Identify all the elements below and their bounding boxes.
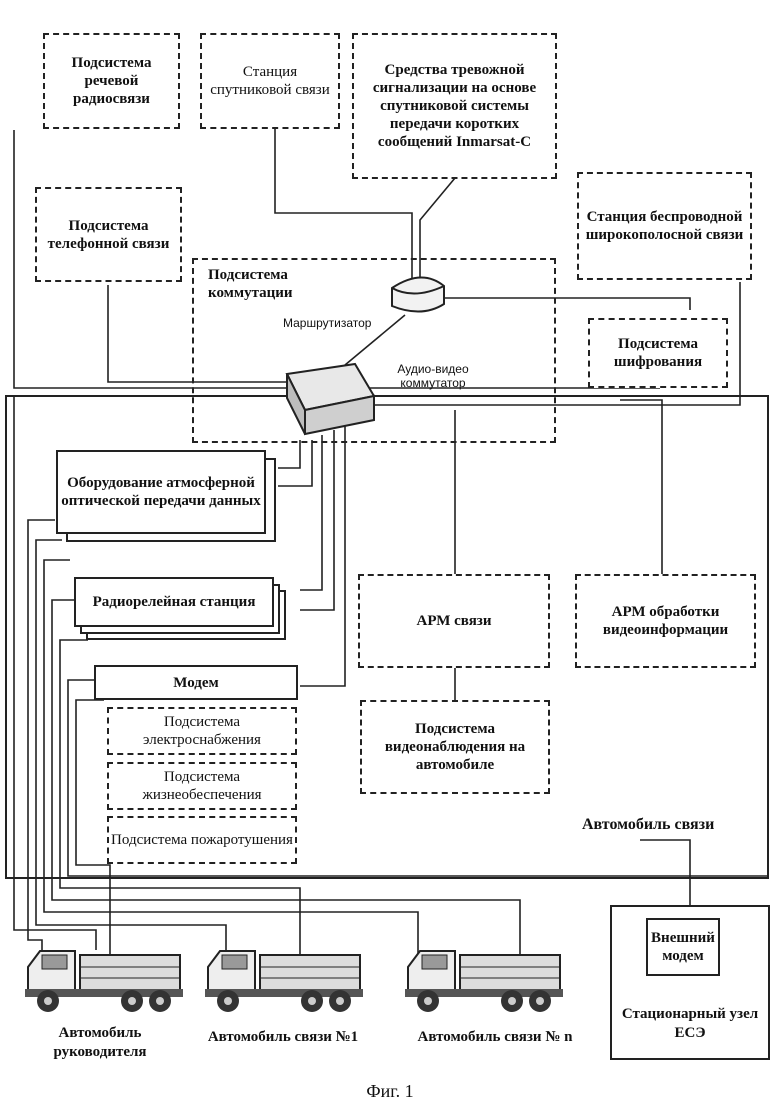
fire-box: Подсистема пожаротушения: [107, 816, 297, 864]
encryption-box: Подсистема шифрования: [588, 318, 728, 388]
switching-label: Подсистема коммутации: [208, 267, 293, 301]
broadband-box: Станция беспроводной широкополосной связ…: [577, 172, 752, 280]
truck-leader-label: Автомобиль руководителя: [53, 1025, 147, 1060]
video-surv-box: Подсистема видеонаблюдения на автомобиле: [360, 700, 550, 794]
power-box: Подсистема электроснабжения: [107, 707, 297, 755]
figure-caption: Фиг. 1: [366, 1081, 414, 1101]
arm-comm-box: АРМ связи: [358, 574, 550, 668]
truck-leader-icon: [25, 950, 183, 1012]
router-icon: [391, 276, 445, 313]
modem-box: Модем: [94, 665, 298, 700]
router-label: Маршрутизатор: [283, 316, 372, 330]
vehicle-label: Автомобиль связи: [582, 816, 715, 833]
alarm-box: Средства тревожной сигнализации на основ…: [352, 33, 557, 179]
telephone-box: Подсистема телефонной связи: [35, 187, 182, 282]
switching-box: [192, 258, 556, 443]
ext-modem-box: Внешний модем: [646, 918, 720, 976]
av-switch-icon: [285, 362, 376, 436]
av-switch-label: Аудио-видео коммутатор: [397, 362, 469, 391]
optical-box: Оборудование атмосферной оптической пере…: [56, 450, 266, 534]
relay-box: Радиорелейная станция: [74, 577, 274, 627]
arm-video-box: АРМ обработки видеоинформации: [575, 574, 756, 668]
truck-n-icon: [405, 950, 563, 1012]
truck-1-label: Автомобиль связи №1: [207, 1029, 359, 1045]
satellite-station-box: Станция спутниковой связи: [200, 33, 340, 129]
stationary-label: Стационарный узел ЕСЭ: [621, 1006, 759, 1041]
life-box: Подсистема жизнеобеспечения: [107, 762, 297, 810]
voice-radio-box: Подсистема речевой радиосвязи: [43, 33, 180, 129]
truck-n-label: Автомобиль связи № n: [417, 1029, 573, 1045]
truck-1-icon: [205, 950, 363, 1012]
